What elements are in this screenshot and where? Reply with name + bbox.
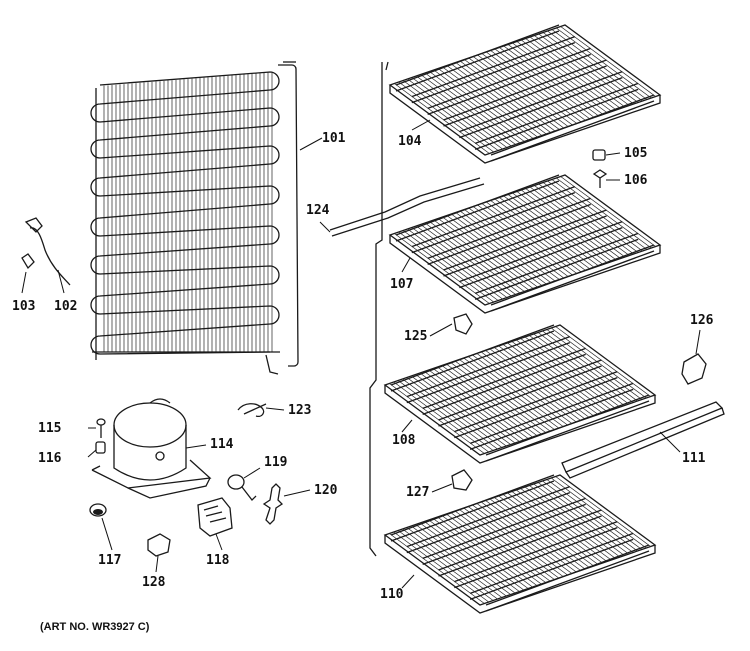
part-123-bracket	[237, 403, 267, 418]
label-111: 111	[682, 451, 706, 466]
label-116: 116	[38, 451, 62, 466]
label-128: 128	[142, 575, 166, 590]
label-117: 117	[98, 553, 121, 568]
leader-lines	[21, 119, 701, 589]
label-114: 114	[210, 437, 234, 452]
label-103: 103	[12, 299, 35, 314]
part-128-terminal-block	[147, 533, 171, 557]
label-125: 125	[404, 329, 427, 344]
evaporator-shelf	[383, 474, 657, 614]
part-115-screw	[96, 418, 106, 438]
label-108: 108	[392, 433, 416, 448]
art-number: (ART NO. WR3927 C)	[40, 621, 150, 633]
label-105: 105	[624, 146, 647, 161]
label-126: 126	[690, 313, 714, 328]
label-102: 102	[54, 299, 77, 314]
label-124: 124	[306, 203, 330, 218]
part-127-clip	[451, 469, 473, 491]
part-126-bracket	[681, 353, 707, 385]
part-120-clip	[262, 483, 284, 525]
condenser-coil	[90, 61, 299, 375]
label-123: 123	[288, 403, 311, 418]
evaporator-shelf	[388, 24, 662, 164]
part-117-nut	[89, 503, 107, 517]
part-106-screw	[592, 169, 608, 188]
evaporator-shelf	[383, 324, 657, 464]
label-110: 110	[380, 587, 404, 602]
part-125-clip	[453, 313, 473, 335]
label-119: 119	[264, 455, 287, 470]
label-118: 118	[206, 553, 230, 568]
label-115: 115	[38, 421, 61, 436]
label-104: 104	[398, 134, 422, 149]
part-labels: 101 102 103 104 105 106 107 108 110 111 …	[12, 131, 714, 602]
part-116-grommet	[95, 441, 106, 454]
label-101: 101	[322, 131, 346, 146]
label-106: 106	[624, 173, 648, 188]
label-127: 127	[406, 485, 429, 500]
part-119-overload	[227, 474, 257, 501]
label-120: 120	[314, 483, 338, 498]
evaporator-assembly	[329, 24, 725, 614]
part-105-cap	[592, 149, 606, 161]
evaporator-shelf	[388, 174, 662, 314]
part-118-relay	[197, 497, 233, 537]
compressor	[91, 398, 212, 499]
label-107: 107	[390, 277, 413, 292]
part-102-103-wire-and-clip	[21, 217, 71, 286]
